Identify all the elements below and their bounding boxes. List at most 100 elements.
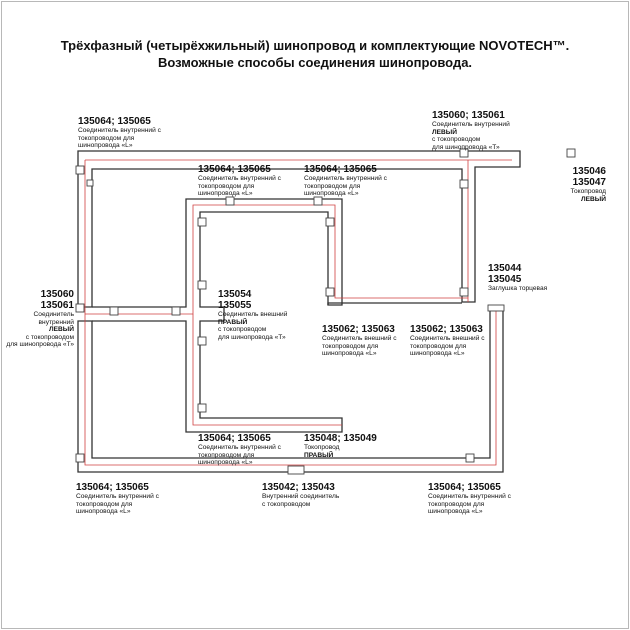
- label-inner-l-2-desc3: шинопровода «L»: [304, 190, 359, 197]
- label-endcap-right-desc: Токопровод: [304, 444, 340, 451]
- label-endcap-left-code1: 135046: [572, 166, 606, 177]
- connector: [75, 453, 85, 463]
- label-left-t-code2: 135061: [40, 300, 74, 311]
- connector: [197, 336, 207, 346]
- label-right-t-desc2: с токопроводом: [218, 326, 267, 333]
- track-rails: [77, 150, 521, 473]
- connector: [325, 217, 335, 227]
- label-outer-l-1-desc3: шинопровода «L»: [322, 350, 377, 357]
- connector: [197, 217, 207, 227]
- label-outer-l-1: 135062; 135063 Соединитель внешний с ток…: [322, 324, 397, 358]
- rail-t-branch: [92, 198, 343, 308]
- inner-red-lines: [84, 159, 512, 466]
- connector: [75, 303, 85, 313]
- label-inner-l-1-desc3: шинопровода «L»: [198, 190, 253, 197]
- label-topright-code: 135060; 135061: [432, 110, 505, 121]
- label-outer-l-2-code: 135062; 135063: [410, 324, 483, 335]
- label-bl-desc2: токопроводом для: [76, 500, 133, 508]
- label-straight: 135042; 135043 Внутренний соединитель с …: [262, 482, 339, 508]
- rail-outer-loop: [77, 150, 521, 308]
- label-topleft-desc2: токопроводом для: [78, 134, 135, 142]
- rail-t-lower: [92, 307, 343, 433]
- label-inner-l-3-code: 135064; 135065: [198, 433, 271, 444]
- label-topright-bold: ЛЕВЫЙ: [432, 128, 457, 136]
- red-line-t-lower: [192, 314, 342, 426]
- label-outer-l-2-desc2: токопроводом для: [410, 342, 467, 350]
- label-inner-l-2-code: 135064; 135065: [304, 164, 377, 175]
- label-br-desc2: токопроводом для: [428, 500, 485, 508]
- label-straight-desc2: с токопроводом: [262, 500, 311, 508]
- label-endcap-right-code: 135048; 135049: [304, 433, 377, 444]
- label-end-plug-desc: Заглушка торцевая: [488, 285, 548, 292]
- connector: [197, 403, 207, 413]
- connector: [313, 196, 323, 206]
- label-inner-l-3-desc2: токопроводом для: [198, 451, 255, 459]
- label-left-t-code1: 135060: [40, 289, 74, 300]
- label-outer-l-2-desc3: шинопровода «L»: [410, 350, 465, 357]
- label-br-code: 135064; 135065: [428, 482, 501, 493]
- title-line-1: Трёхфазный (четырёхжильный) шинопровод и…: [60, 38, 570, 53]
- label-straight-code: 135042; 135043: [262, 482, 335, 493]
- label-endcap-right-bold: ПРАВЫЙ: [304, 451, 334, 459]
- label-endcap-left-bold: ЛЕВЫЙ: [581, 195, 606, 203]
- label-inner-l-1-code: 135064; 135065: [198, 164, 271, 175]
- title-line-2: Возможные способы соединения шинопровода…: [157, 55, 473, 70]
- label-outer-l-2-desc1: Соединитель внешний с: [410, 335, 485, 342]
- label-endcap-left-code2: 135047: [572, 177, 606, 188]
- connector: [459, 148, 469, 158]
- label-endcap-left: 135046 135047 Токопровод ЛЕВЫЙ: [570, 166, 606, 203]
- red-line-top: [85, 159, 512, 302]
- label-end-plug-code2: 135045: [488, 274, 522, 285]
- connector: [109, 306, 119, 316]
- label-right-t-bold: ПРАВЫЙ: [218, 318, 248, 326]
- label-topleft-desc3: шинопровода «L»: [78, 142, 133, 149]
- connector: [465, 453, 475, 463]
- connector: [487, 304, 505, 312]
- label-topright-desc3: для шинопровода «Т»: [432, 143, 500, 151]
- label-inner-l-1-desc1: Соединитель внутренний с: [198, 175, 281, 182]
- connector: [86, 179, 94, 187]
- label-right-t-code2: 135055: [218, 300, 252, 311]
- connector: [459, 179, 469, 189]
- label-inner-l-1: 135064; 135065 Соединитель внутренний с …: [198, 164, 281, 198]
- label-inner-l-3-desc3: шинопровода «L»: [198, 459, 253, 466]
- label-left-t: 135060 135061 Соединитель внутренний ЛЕВ…: [0, 289, 74, 349]
- connector: [566, 148, 576, 158]
- label-topright-desc2: с токопроводом: [432, 136, 481, 143]
- label-topleft-desc1: Соединитель внутренний с: [78, 127, 161, 134]
- label-left-t-desc3: для шинопровода «Т»: [6, 341, 74, 348]
- red-line-left: [84, 160, 497, 466]
- connector: [325, 287, 335, 297]
- label-inner-l-2-desc1: Соединитель внутренний с: [304, 175, 387, 182]
- label-endcap-left-desc: Токопровод: [570, 188, 606, 195]
- label-topleft-code: 135064; 135065: [78, 116, 151, 127]
- label-br-desc3: шинопровода «L»: [428, 508, 483, 515]
- label-inner-l-3: 135064; 135065 Соединитель внутренний с …: [198, 433, 281, 467]
- label-endcap-right: 135048; 135049 Токопровод ПРАВЫЙ: [304, 433, 377, 459]
- label-right-t-desc1: Соединитель внешний: [218, 311, 288, 318]
- label-bl: 135064; 135065 Соединитель внутренний с …: [76, 482, 159, 516]
- label-right-t: 135054 135055 Соединитель внешний ПРАВЫЙ…: [218, 289, 287, 341]
- label-br: 135064; 135065 Соединитель внутренний с …: [428, 482, 511, 516]
- connector: [171, 306, 181, 316]
- label-left-t-desc1: Соединитель внутренний: [33, 311, 74, 326]
- label-right-t-desc3: для шинопровода «Т»: [218, 333, 286, 341]
- rail-inner-right: [327, 302, 462, 305]
- label-topright: 135060; 135061 Соединитель внутренний ЛЕ…: [432, 110, 510, 151]
- label-br-desc1: Соединитель внутренний с: [428, 493, 511, 500]
- label-end-plug: 135044 135045 Заглушка торцевая: [488, 263, 547, 293]
- connector: [225, 196, 235, 206]
- connectors: [75, 148, 576, 475]
- label-outer-l-1-desc2: токопроводом для: [322, 342, 379, 350]
- label-outer-l-1-code: 135062; 135063: [322, 324, 395, 335]
- label-left-t-bold: ЛЕВЫЙ: [49, 326, 74, 333]
- label-topleft: 135064; 135065 Соединитель внутренний с …: [78, 116, 161, 150]
- label-outer-l-1-desc1: Соединитель внешний с: [322, 335, 397, 342]
- label-straight-desc1: Внутренний соединитель: [262, 493, 340, 500]
- label-left-t-desc2: с токопроводом: [25, 333, 74, 341]
- label-bl-desc3: шинопровода «L»: [76, 508, 131, 515]
- connector: [287, 465, 305, 475]
